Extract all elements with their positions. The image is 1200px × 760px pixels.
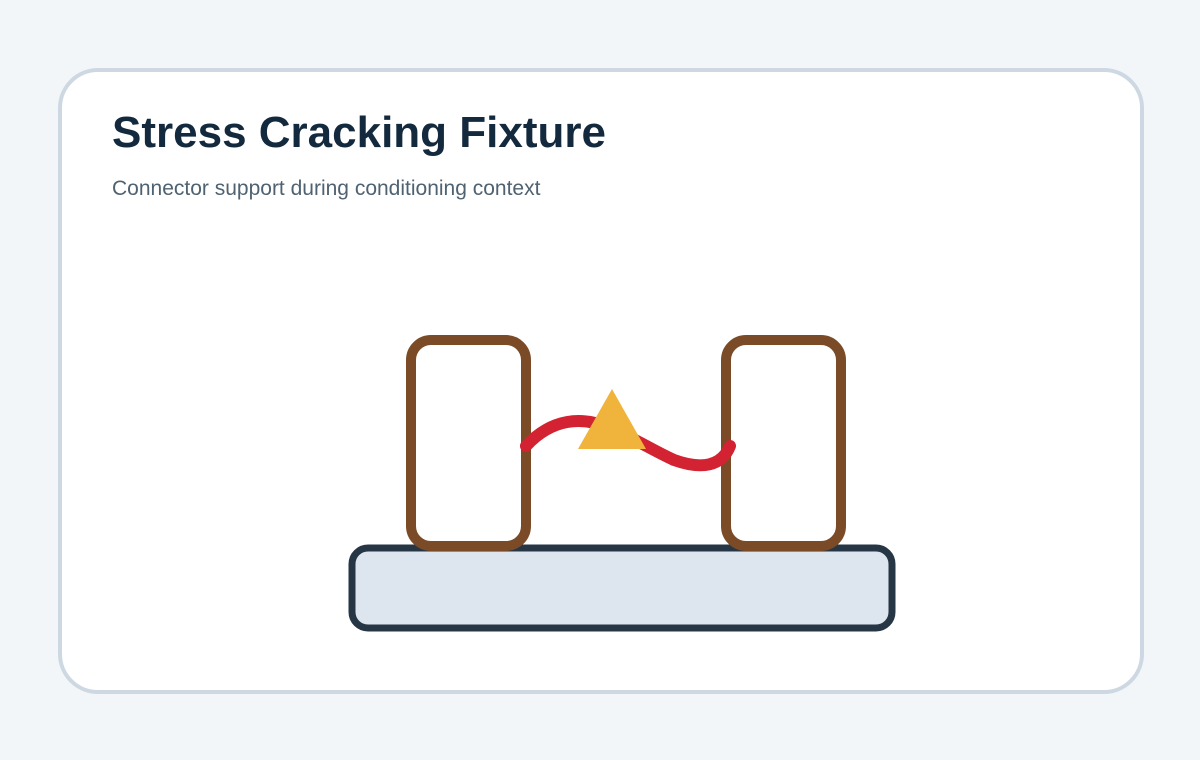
page-subtitle: Connector support during conditioning co…	[112, 177, 541, 200]
right-support-post	[721, 335, 846, 551]
base-plate	[348, 544, 896, 632]
fixture-diagram	[348, 335, 896, 632]
left-support-post	[406, 335, 531, 551]
page-title: Stress Cracking Fixture	[112, 108, 606, 157]
stress-marker	[578, 389, 646, 449]
fixture-card: Stress Cracking Fixture Connector suppor…	[58, 68, 1144, 694]
